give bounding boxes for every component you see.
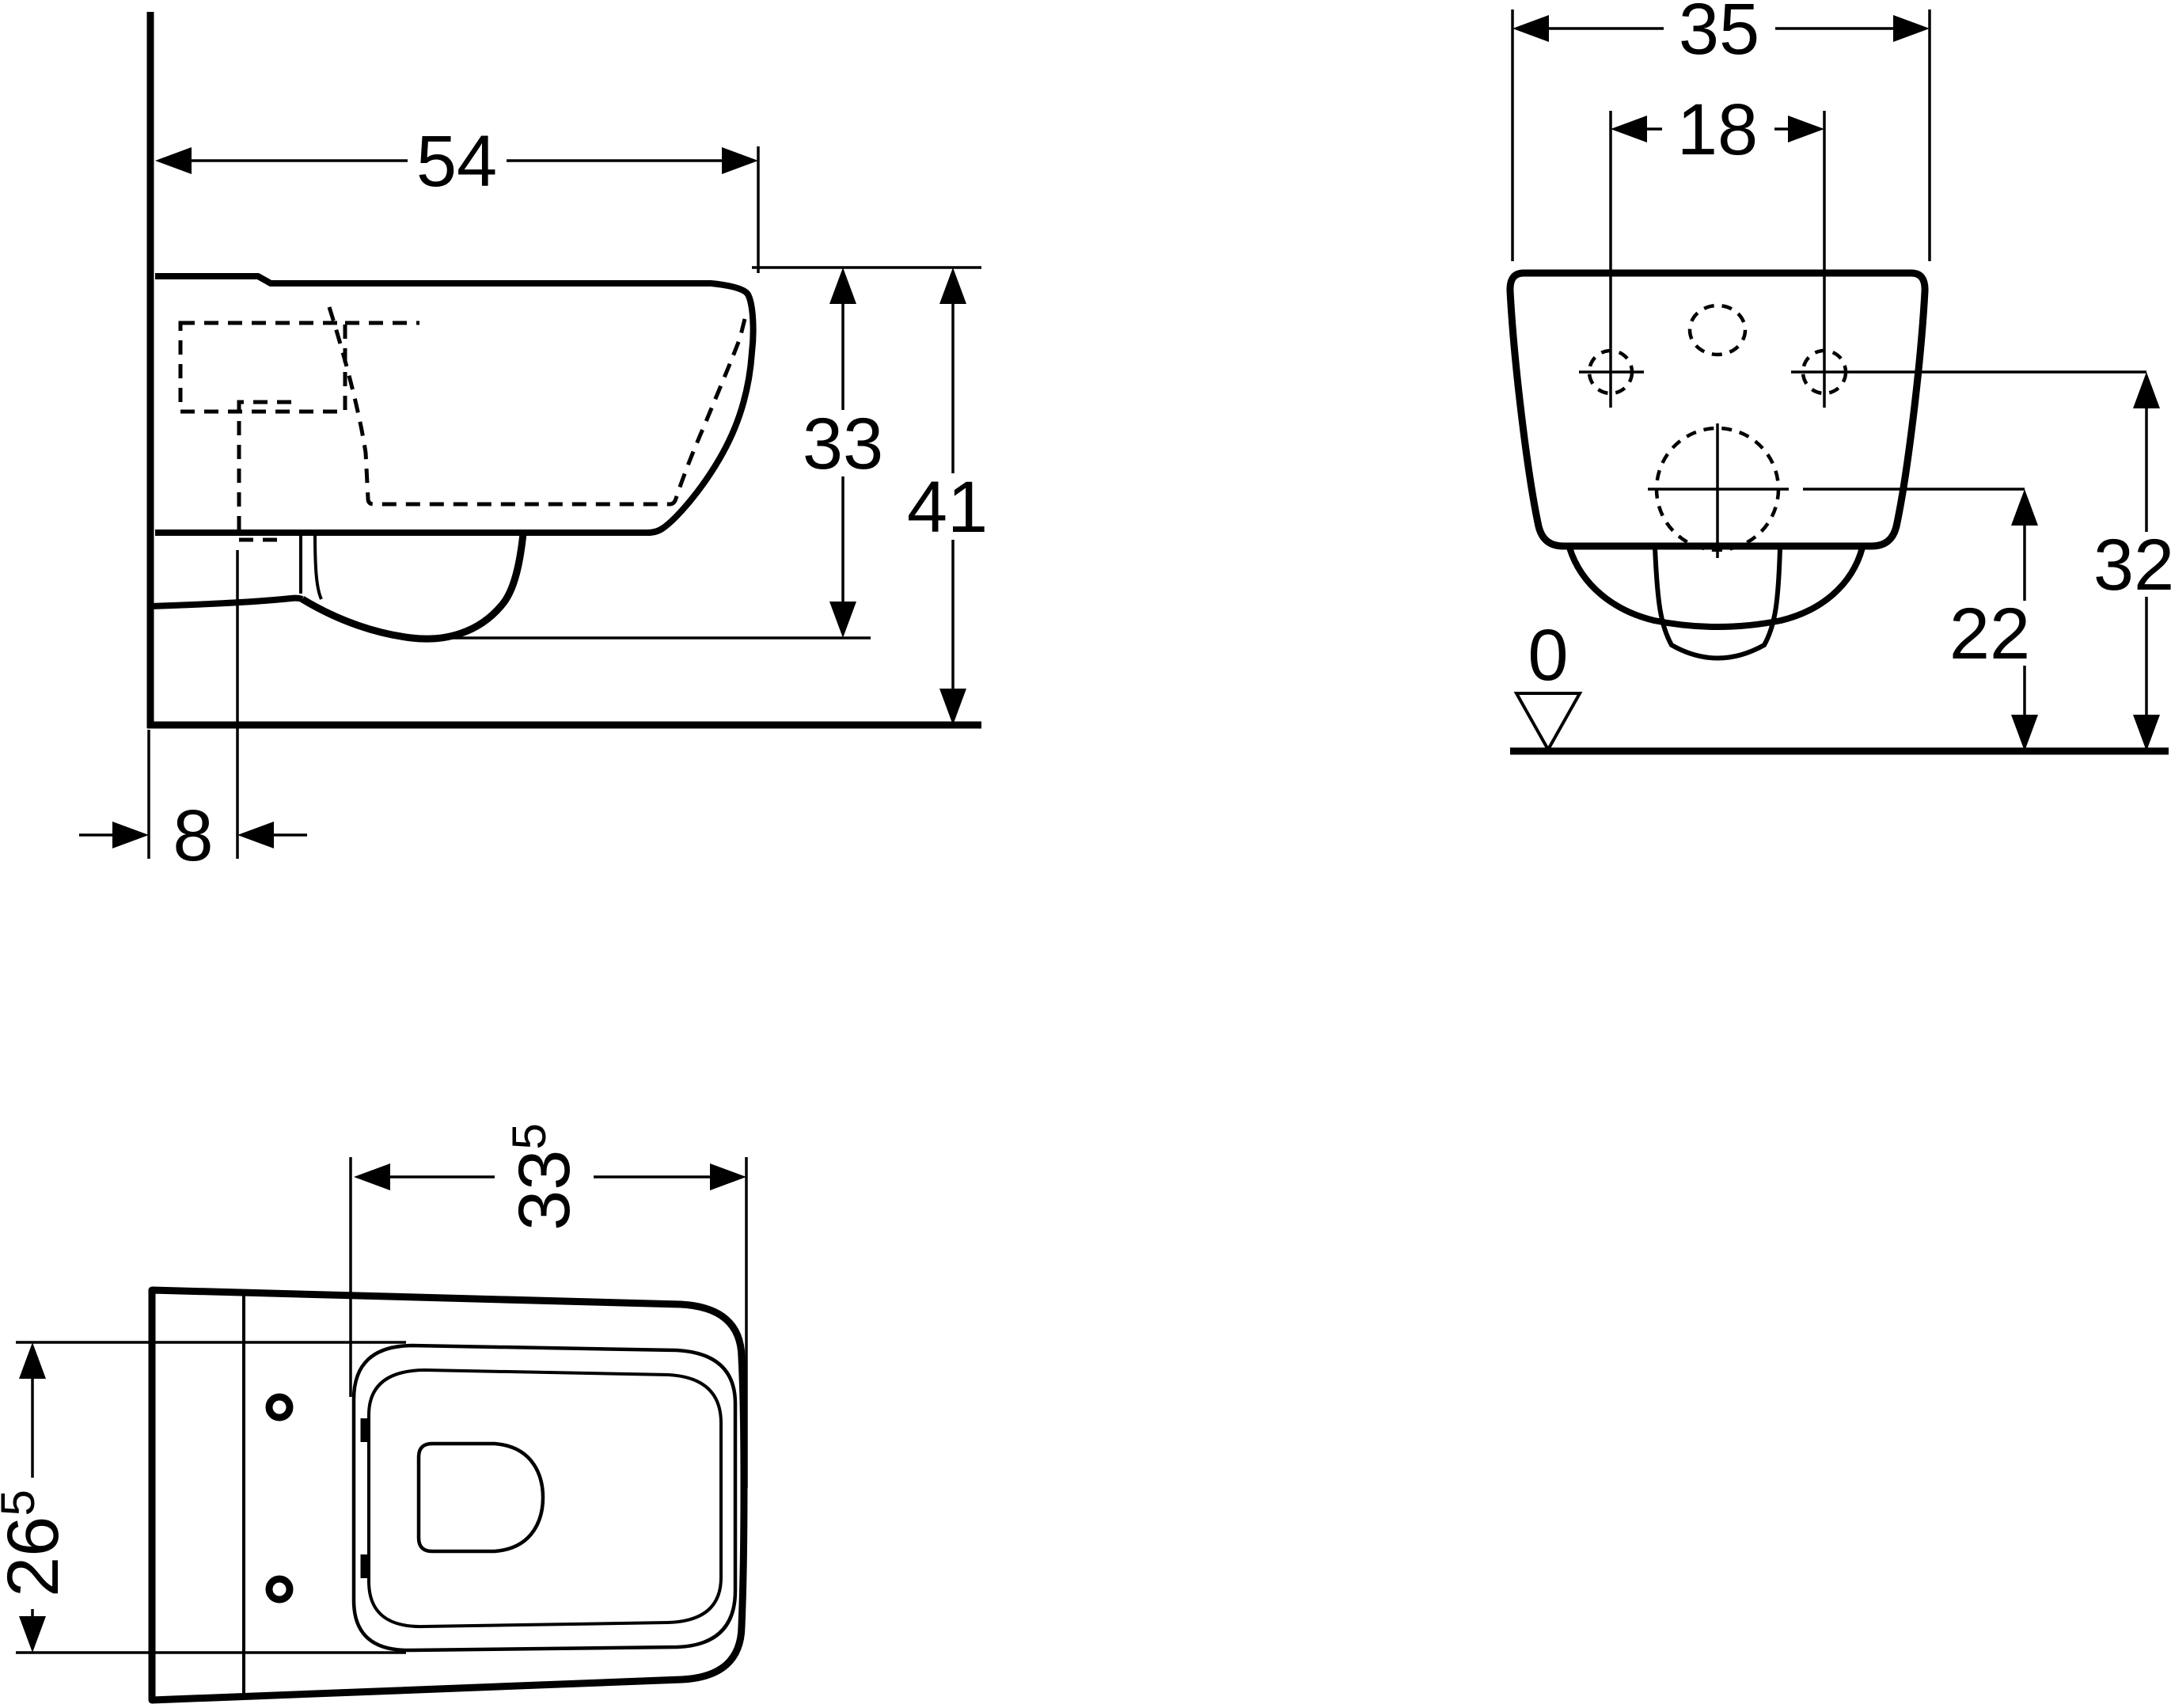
outlet-spigot [1653,547,1782,661]
toilet-underside-line [150,594,304,609]
arrowhead-up-icon [19,1342,46,1379]
dim-label-54: 54 [416,121,497,202]
bowl-under-arc [1566,546,1865,630]
arrowhead-left-icon [155,147,192,174]
dim-label-41: 41 [907,467,988,548]
arrowhead-down-icon [2133,715,2160,751]
arrowhead-right-icon [1893,15,1930,42]
arrowhead-right-icon [722,147,758,174]
front-dimension-lines [1549,27,2148,715]
arrowhead-left-icon [237,822,274,848]
bowl-bottom-curve [300,533,527,643]
arrowhead-down-icon [939,689,966,725]
arrowhead-down-icon [19,1616,46,1653]
dim-label-33-5-sup: 5 [503,1123,556,1149]
dim-label-33-5: 335 [503,1123,585,1231]
dim-label-32: 32 [2093,525,2171,605]
hidden-outlet-path [237,400,291,542]
datum-level-triangle-icon [1513,692,1583,753]
hidden-lines-group [178,306,749,542]
arrowhead-up-icon [2133,372,2160,408]
dim-label-26-5-sup: 5 [0,1490,44,1516]
dim-label-8: 8 [173,795,213,876]
arrowhead-left-icon [354,1163,390,1190]
arrowhead-up-icon [829,268,856,304]
seat-ring-outline [367,1368,723,1629]
datum-label-0: 0 [1528,615,1568,696]
side-extension-lines [147,146,981,859]
arrowhead-left-icon [1611,116,1647,142]
dim-label-18: 18 [1677,89,1758,170]
top-view: 335 265 [0,1123,748,1704]
toilet-side-profile [155,273,757,536]
hidden-flush-housing [178,321,419,414]
arrowhead-right-icon [112,822,149,848]
arrowhead-right-icon [710,1163,746,1190]
dim-label-26-5: 265 [0,1490,74,1597]
water-inlet-hole [1687,303,1748,357]
arrowhead-up-icon [2011,489,2038,526]
dim-label-33-5-main: 33 [504,1150,585,1231]
dim-label-35: 35 [1679,0,1759,70]
outlet-pipe-lines [299,533,323,600]
top-dimension-lines [31,1175,710,1616]
arrowhead-down-icon [829,602,856,638]
dim-label-26-5-main: 26 [0,1516,74,1597]
arrowhead-down-icon [2011,715,2038,751]
top-extension-lines [16,1157,748,1654]
arrowhead-left-icon [1512,15,1549,42]
side-dimension-lines [79,159,955,837]
front-view: 35 18 32 22 0 [1506,0,2171,755]
dim-label-22: 22 [1949,594,2030,674]
fixing-hole-bottom [265,1575,294,1604]
bowl-opening-outline [416,1441,545,1554]
top-arrowheads [19,1163,746,1653]
front-extension-lines [1511,9,1931,408]
arrowhead-up-icon [939,268,966,304]
toilet-front-body [1506,269,1929,550]
hidden-trap-outline [327,306,749,507]
front-arrowheads [1512,15,2160,751]
side-view: 54 33 41 8 [79,12,988,876]
dim-label-33: 33 [803,404,883,484]
fixing-hole-top [265,1393,294,1421]
seat-lid-outline [351,1343,738,1653]
arrowhead-right-icon [1788,116,1824,142]
bowl-top-outline [148,1286,748,1704]
side-arrowheads [112,147,966,848]
front-crosshair-lines [1579,370,2146,558]
